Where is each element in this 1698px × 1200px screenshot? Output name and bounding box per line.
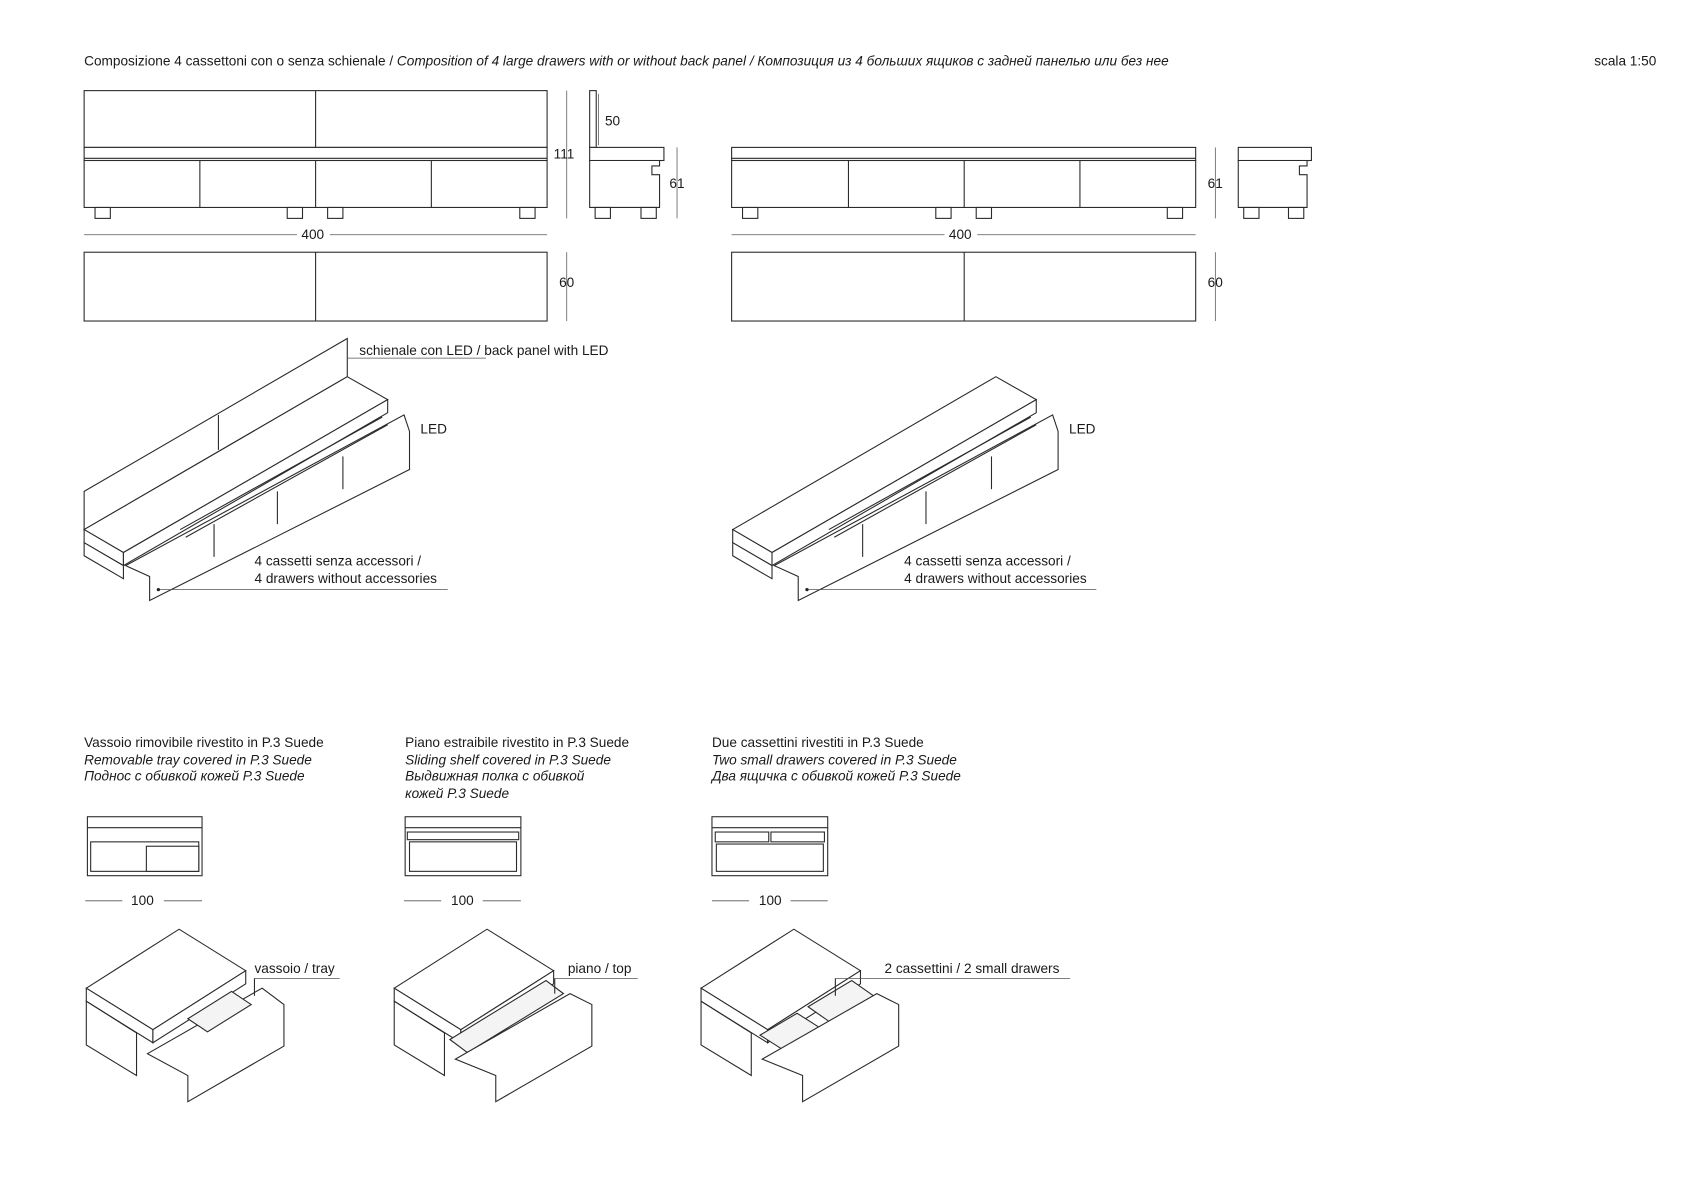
callout-small-drawers: 2 cassettini / 2 small drawers xyxy=(884,961,1059,976)
dim-small-drawers-100: 100 xyxy=(759,893,782,908)
dim-width-400: 400 xyxy=(301,227,324,242)
isometric-with-back xyxy=(83,337,486,602)
back-panel-label: schienale con LED / back panel with LED xyxy=(359,343,608,358)
dim-width-400-right: 400 xyxy=(949,227,972,242)
dim-height-111: 111 xyxy=(554,146,575,161)
option-small-drawers-ru: Два ящичка с обивкой кожей P.3 Suede xyxy=(710,769,961,784)
option-tray-it: Vassoio rimovibile rivestito in P.3 Sued… xyxy=(84,735,324,750)
dim-tray-100: 100 xyxy=(131,893,154,908)
plan-view-left xyxy=(83,251,568,322)
shelf-front-view xyxy=(404,816,522,902)
tray-front-view xyxy=(85,816,203,902)
drawers-label-line1: 4 cassetti senza accessori / xyxy=(254,554,421,569)
drawers-label-line2: 4 drawers without accessories xyxy=(254,571,437,586)
dim-seat-61-right: 61 xyxy=(1208,176,1223,191)
led-label: LED xyxy=(420,421,447,436)
option-tray-ru: Поднос с обивкой кожей P.3 Suede xyxy=(84,769,305,784)
dim-shelf-100: 100 xyxy=(451,893,474,908)
drawers-label-right-line2: 4 drawers without accessories xyxy=(904,571,1087,586)
front-view-with-back xyxy=(83,90,568,219)
option-shelf-ru: Выдвижная полка с обивкой xyxy=(405,769,585,784)
option-shelf-it: Piano estraibile rivestito in P.3 Suede xyxy=(405,735,629,750)
small-drawers-isometric xyxy=(700,928,1071,1103)
scale-label: scala 1:50 xyxy=(1594,54,1657,69)
dim-seat-61: 61 xyxy=(669,176,684,191)
option-small-drawers-it: Due cassettini rivestiti in P.3 Suede xyxy=(712,735,924,750)
side-view-without-back xyxy=(1237,146,1312,219)
sheet-title: Composizione 4 cassettoni con o senza sc… xyxy=(84,54,1169,69)
dim-depth-60-right: 60 xyxy=(1208,275,1224,290)
shelf-isometric xyxy=(393,928,638,1103)
callout-tray: vassoio / tray xyxy=(254,961,334,976)
option-tray-en: Removable tray covered in P.3 Suede xyxy=(84,752,312,767)
front-view-without-back xyxy=(731,146,1216,219)
drawers-label-right-line1: 4 cassetti senza accessori / xyxy=(904,554,1071,569)
plan-view-right xyxy=(731,251,1216,322)
option-shelf-ru2: кожей P.3 Suede xyxy=(405,786,509,801)
small-drawers-front-view xyxy=(711,816,829,902)
led-label-right: LED xyxy=(1069,421,1096,436)
side-view-with-back xyxy=(589,90,678,219)
dim-depth-60: 60 xyxy=(559,275,575,290)
isometric-without-back xyxy=(731,376,1097,602)
tray-isometric xyxy=(85,928,340,1103)
dim-back-50: 50 xyxy=(605,114,621,129)
option-small-drawers-en: Two small drawers covered in P.3 Suede xyxy=(712,752,957,767)
callout-top: piano / top xyxy=(568,961,632,976)
option-shelf-en: Sliding shelf covered in P.3 Suede xyxy=(405,752,611,767)
